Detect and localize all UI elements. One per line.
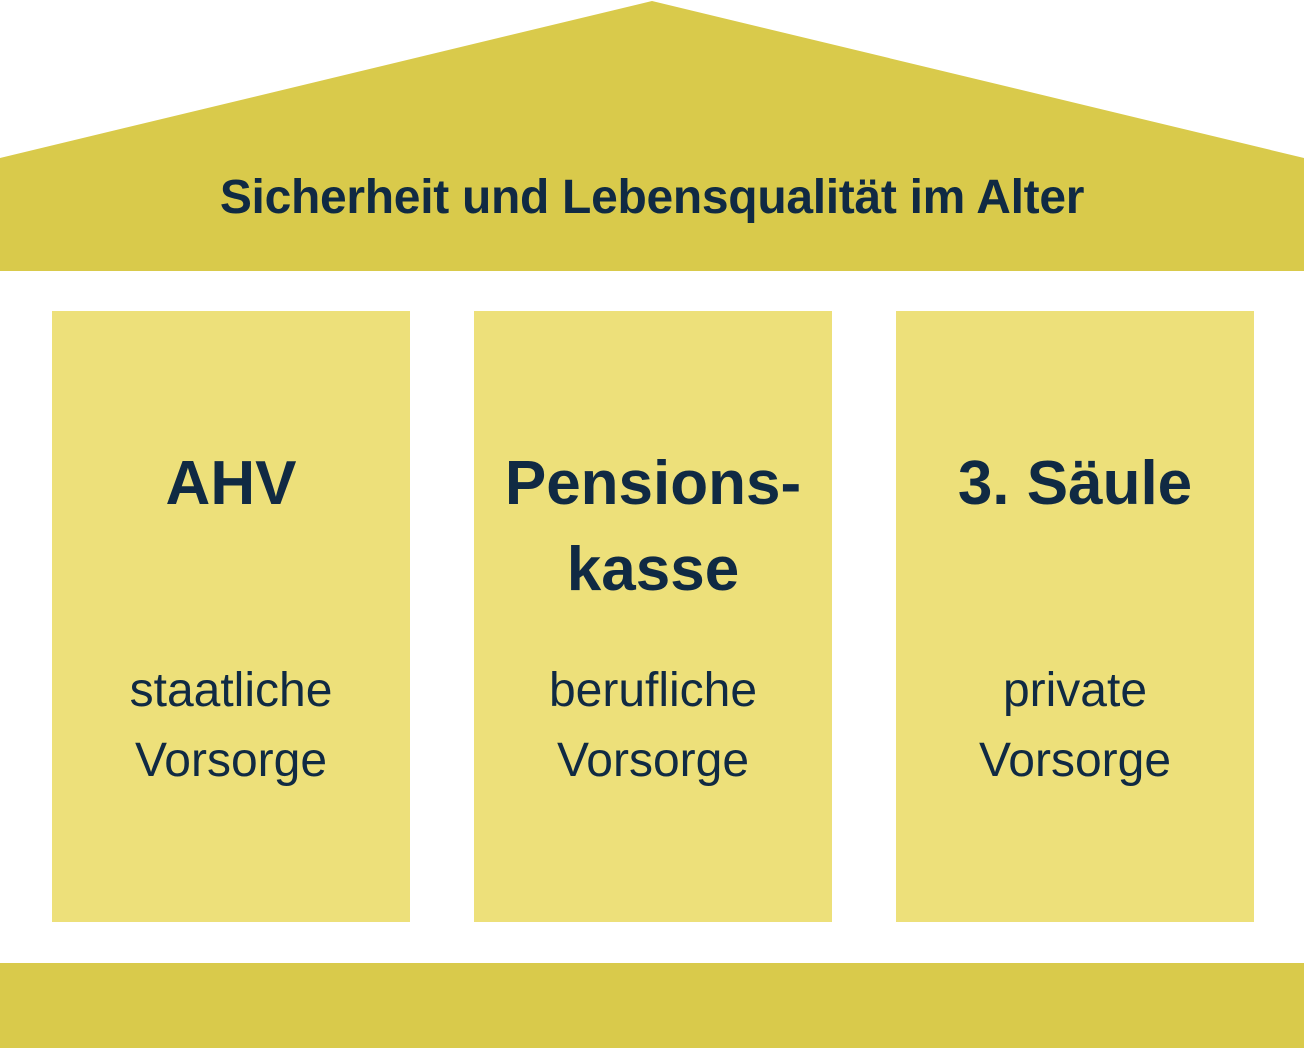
pillar-third-pillar: 3. Säule private Vorsorge xyxy=(896,311,1254,922)
pillar-subtitle: private Vorsorge xyxy=(876,656,1274,796)
pillar-subtitle-line: staatliche xyxy=(129,664,333,717)
pillar-title: AHV xyxy=(32,441,430,527)
pillar-title: Pensions- kasse xyxy=(454,441,852,613)
roof-shape xyxy=(0,1,1304,271)
pillar-subtitle-line: Vorsorge xyxy=(978,734,1172,787)
pillar-title-line: AHV xyxy=(165,449,297,518)
pillar-ahv: AHV staatliche Vorsorge xyxy=(52,311,410,922)
roof-title: Sicherheit und Lebensqualität im Alter xyxy=(219,171,1085,224)
pillar-subtitle: berufliche Vorsorge xyxy=(454,656,852,796)
pillar-subtitle-line: private xyxy=(1002,664,1148,717)
pillar-subtitle-line: Vorsorge xyxy=(556,734,750,787)
foundation-base xyxy=(0,963,1304,1048)
pillar-title: 3. Säule xyxy=(876,441,1274,527)
pillar-title-line: kasse xyxy=(566,535,740,604)
pillar-title-line: Pensions- xyxy=(504,449,802,518)
roof xyxy=(0,1,1304,271)
pillar-subtitle: staatliche Vorsorge xyxy=(32,656,430,796)
pillar-subtitle-line: Vorsorge xyxy=(134,734,328,787)
pillar-pensionskasse: Pensions- kasse berufliche Vorsorge xyxy=(474,311,832,922)
pillar-subtitle-line: berufliche xyxy=(548,664,758,717)
pillar-title-line: 3. Säule xyxy=(957,449,1193,518)
